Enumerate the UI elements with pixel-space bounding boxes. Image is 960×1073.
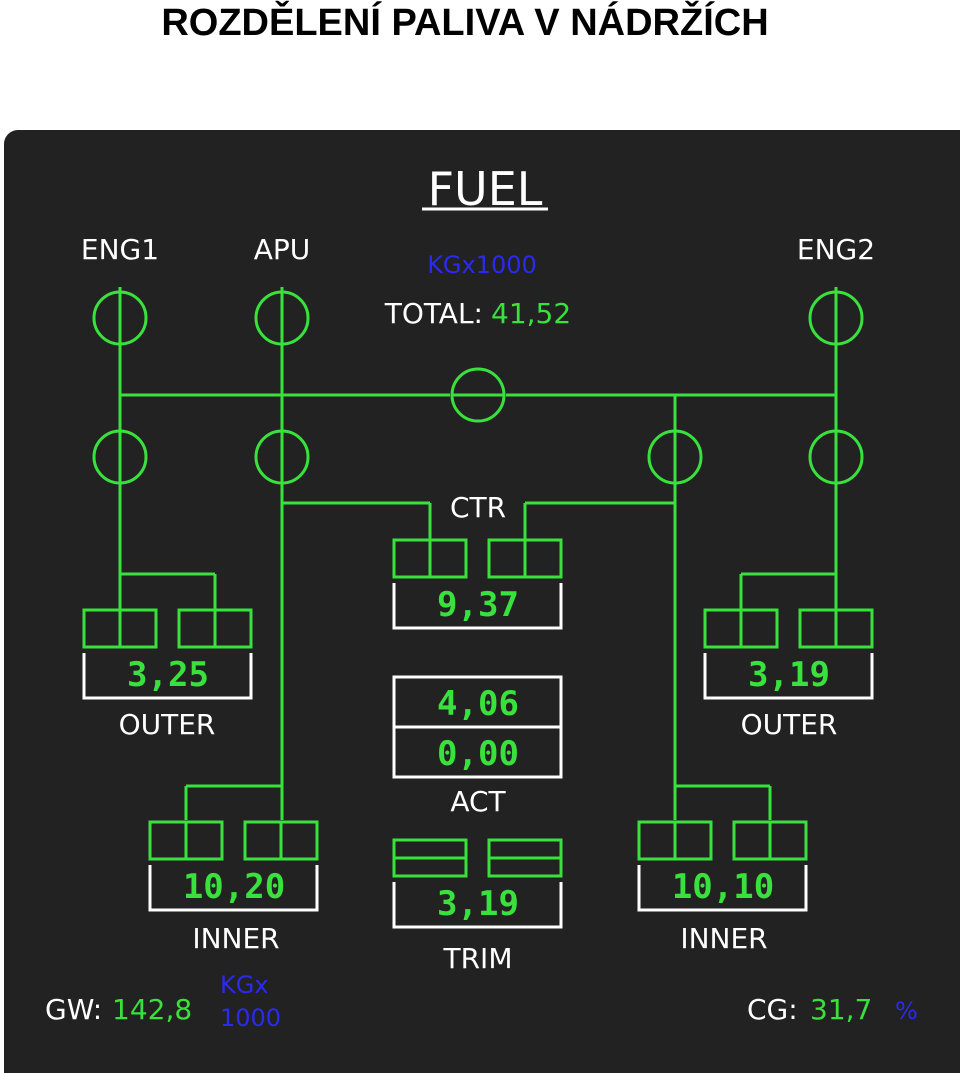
apu-label: APU: [254, 233, 311, 266]
left-inner-tank-quantity: 10,20: [183, 867, 285, 907]
trim-tank-quantity: 3,19: [437, 884, 519, 924]
left-outer-tank-box: [82, 653, 253, 700]
fuel-display-screen: [4, 130, 960, 1073]
pump-ctr-right-icon: [487, 538, 563, 579]
pump-left-inner-1-icon: [148, 820, 224, 861]
trim-pump-right-icon: [487, 838, 563, 878]
gw-label: GW:: [45, 993, 102, 1026]
gw-unit-line1: KGx: [220, 971, 269, 999]
right-outer-tank-box: [703, 653, 874, 700]
right-inner-tank-quantity: 10,10: [672, 867, 774, 907]
units-label: KGx1000: [427, 251, 537, 279]
left-outer-tank-quantity: 3,25: [127, 655, 209, 695]
page-title: ROZDĚLENÍ PALIVA V NÁDRŽÍCH: [161, 2, 769, 44]
pump-ctr-left-icon: [392, 538, 468, 579]
pump-right-inner-2-icon: [732, 820, 808, 861]
left-outer-tank-label: OUTER: [119, 708, 216, 741]
pump-left-outer-2-icon: [177, 608, 253, 649]
right-inner-tank-label: INNER: [680, 922, 767, 955]
act-tank-quantity-bottom: 0,00: [437, 734, 519, 774]
cg-label: CG:: [747, 993, 798, 1026]
ctr-tank-quantity: 9,37: [437, 585, 519, 625]
eng2-label: ENG2: [797, 233, 875, 266]
trim-tank-label: TRIM: [443, 942, 513, 975]
act-tank-quantity-top: 4,06: [437, 684, 519, 724]
cg-unit: %: [895, 997, 918, 1025]
pump-left-inner-2-icon: [243, 820, 319, 861]
pump-left-outer-1-icon: [82, 608, 158, 649]
ctr-tank-label: CTR: [450, 491, 506, 524]
pump-right-inner-1-icon: [637, 820, 713, 861]
right-inner-tank-box: [637, 865, 808, 912]
left-inner-tank-label: INNER: [192, 922, 279, 955]
pump-right-outer-2-icon: [798, 608, 874, 649]
eng1-label: ENG1: [81, 233, 159, 266]
display-title: FUEL: [428, 162, 543, 216]
gw-value: 142,8: [112, 993, 192, 1026]
ctr-tank-box: [392, 583, 563, 630]
left-inner-tank-box: [148, 865, 319, 912]
gw-unit-line2: 1000: [220, 1004, 281, 1032]
trim-tank-box: [392, 882, 563, 929]
cg-value: 31,7: [810, 993, 872, 1026]
pump-right-outer-1-icon: [703, 608, 779, 649]
act-tank-label: ACT: [450, 785, 506, 818]
total-label: TOTAL:: [384, 297, 483, 330]
right-outer-tank-quantity: 3,19: [748, 655, 830, 695]
right-outer-tank-label: OUTER: [741, 708, 838, 741]
trim-pump-left-icon: [392, 838, 468, 878]
total-value: 41,52: [491, 297, 571, 330]
